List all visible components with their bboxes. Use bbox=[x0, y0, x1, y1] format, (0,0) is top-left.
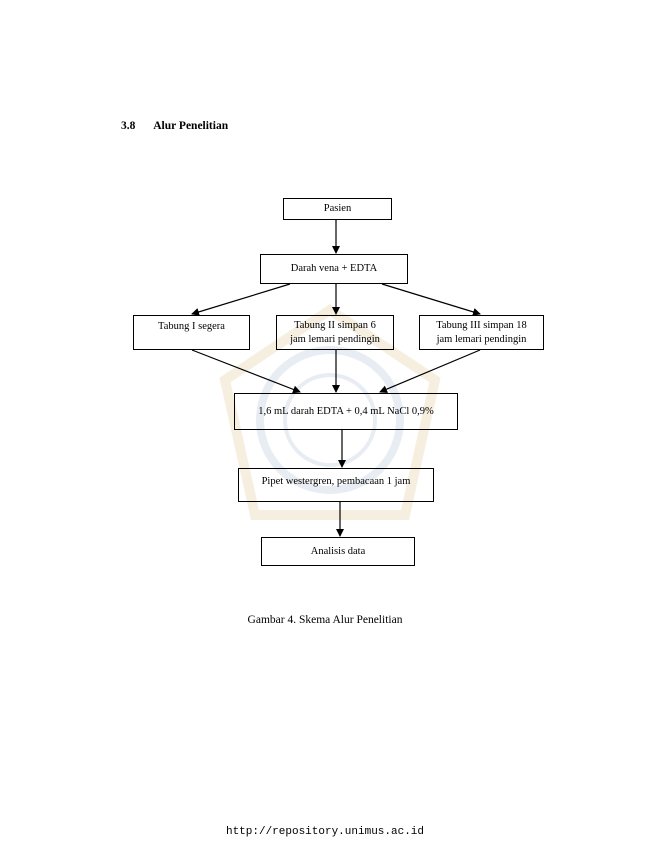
box-tabung-3: Tabung III simpan 18 jam lemari pendingi… bbox=[419, 315, 544, 350]
arrow-tabung3-campuran bbox=[379, 349, 481, 393]
figure-caption: Gambar 4. Skema Alur Penelitian bbox=[247, 614, 403, 626]
box-analisis-data: Analisis data bbox=[261, 537, 415, 566]
box-tabung2-line1: Tabung II simpan 6 bbox=[294, 319, 376, 331]
arrow-darah-tabung3 bbox=[381, 283, 481, 316]
box-tabung-2: Tabung II simpan 6 jam lemari pendingin bbox=[276, 315, 394, 350]
arrow-darah-tabung1 bbox=[191, 283, 291, 316]
box-pipet-westergren: Pipet westergren, pembacaan 1 jam bbox=[238, 468, 434, 502]
box-darah-label: Darah vena + EDTA bbox=[290, 263, 378, 275]
box-tabung3-line2: jam lemari pendingin bbox=[436, 333, 527, 345]
section-heading: 3.8 Alur Penelitian bbox=[121, 120, 228, 132]
arrow-tabung1-campuran bbox=[191, 349, 301, 394]
box-pasien: Pasien bbox=[283, 198, 392, 220]
footer-url: http://repository.unimus.ac.id bbox=[225, 826, 425, 838]
box-pasien-label: Pasien bbox=[323, 203, 352, 215]
box-analisis-label: Analisis data bbox=[310, 545, 366, 557]
section-number: 3.8 bbox=[121, 120, 136, 132]
box-pipet-label: Pipet westergren, pembacaan 1 jam bbox=[261, 476, 411, 487]
box-campuran-label: 1,6 mL darah EDTA + 0,4 mL NaCl 0,9% bbox=[258, 405, 434, 417]
box-tabung-1: Tabung I segera bbox=[133, 315, 250, 350]
box-tabung1-label: Tabung I segera bbox=[158, 321, 225, 332]
box-tabung3-line1: Tabung III simpan 18 bbox=[436, 319, 527, 331]
box-darah-vena: Darah vena + EDTA bbox=[260, 254, 408, 284]
section-title: Alur Penelitian bbox=[153, 120, 229, 132]
box-campuran: 1,6 mL darah EDTA + 0,4 mL NaCl 0,9% bbox=[234, 393, 458, 430]
university-seal-watermark bbox=[219, 303, 441, 520]
box-tabung2-line2: jam lemari pendingin bbox=[290, 333, 380, 345]
